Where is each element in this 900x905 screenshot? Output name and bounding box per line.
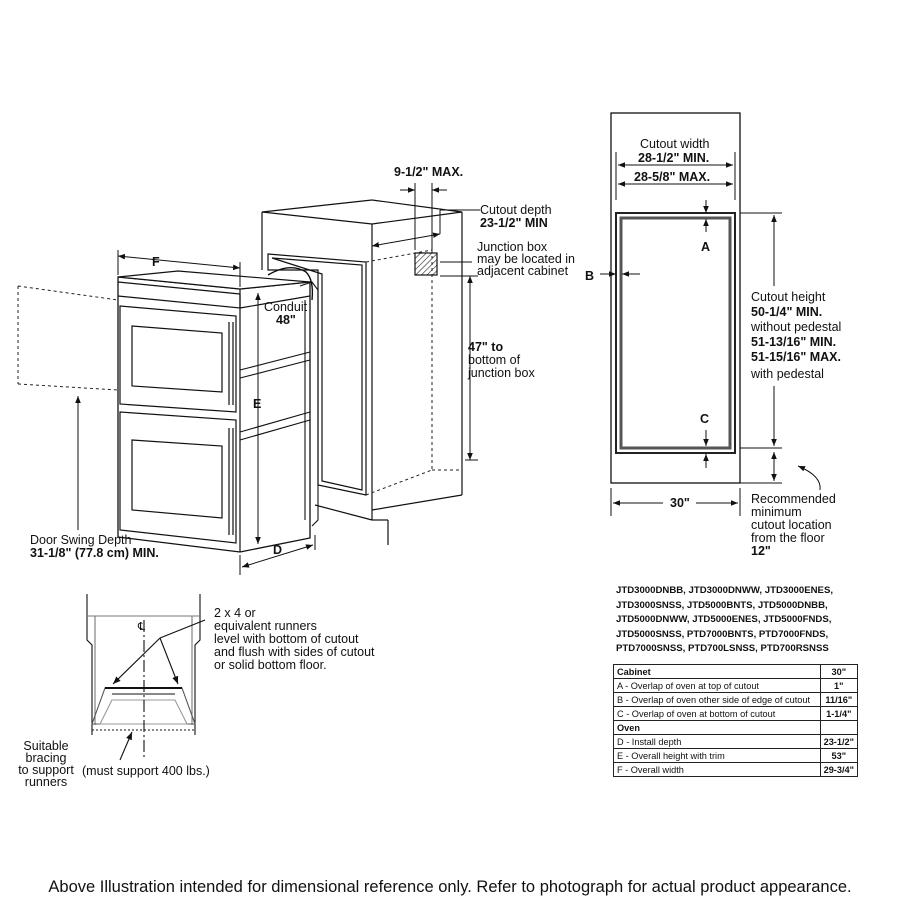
dim-cutout-width	[615, 152, 736, 200]
label-rec-3: cutout location	[751, 518, 832, 532]
footer-disclaimer: Above Illustration intended for dimensio…	[48, 878, 852, 896]
label-runners-1: 2 x 4 or	[214, 606, 256, 620]
label-ch-max2: 51-15/16" MAX.	[751, 350, 841, 364]
label-ch-without: without pedestal	[751, 320, 842, 334]
oven-side-detail	[239, 281, 319, 527]
centerline-symbol: ℄	[137, 621, 145, 633]
label-jbox-1: Junction box	[477, 240, 548, 254]
label-door-swing-value: 31-1/8" (77.8 cm) MIN.	[30, 546, 159, 560]
table-row: Oven	[613, 720, 859, 735]
cutout-opening	[615, 212, 736, 454]
dim-cutout-height	[740, 212, 782, 449]
label-runners-4: and flush with sides of cutout	[214, 645, 375, 659]
label-jbox-3: adjacent cabinet	[477, 264, 569, 278]
table-cell-value: 1-1/4"	[819, 706, 859, 721]
table-cell-label: Oven	[613, 720, 821, 735]
door-swing-outline	[17, 285, 119, 391]
table-cell-value	[819, 720, 859, 735]
dim-thirty	[610, 488, 741, 516]
label-cutout-width-max: 28-5/8" MAX.	[634, 170, 711, 184]
model-line: JTD5000SNSS, PTD7000BNTS, PTD7000FNDS,	[616, 628, 829, 640]
table-cell-label: F - Overall width	[613, 762, 821, 777]
table-cell-value: 30"	[819, 664, 859, 679]
label-door-swing: Door Swing Depth	[30, 533, 132, 547]
label-ch-min2: 51-13/16" MIN.	[751, 335, 837, 349]
label-runners-3: level with bottom of cutout	[214, 632, 359, 646]
conduit	[267, 267, 314, 301]
table-cell-value: 29-3/4"	[819, 762, 859, 777]
dim-cutout-depth	[371, 209, 480, 248]
label-rec-4: from the floor	[751, 531, 825, 545]
label-rec-1: Recommended	[751, 492, 836, 506]
dim-f	[117, 250, 241, 287]
oven-trim-outline	[619, 216, 732, 450]
cabinet-hidden-lines	[365, 249, 462, 496]
label-d: D	[273, 543, 283, 557]
label-b: B	[585, 269, 595, 283]
cabinet-front	[610, 112, 741, 484]
label-ch-min: 50-1/4" MIN.	[751, 305, 823, 319]
label-f: F	[152, 255, 160, 269]
table-cell-value: 23-1/2"	[819, 734, 859, 749]
label-bracing-4: runners	[24, 775, 68, 789]
label-rec-2: minimum	[751, 505, 802, 519]
table-cell-label: E - Overall height with trim	[613, 748, 821, 763]
label-conduit: Conduit	[264, 300, 308, 314]
label-9-half-max: 9-1/2" MAX.	[394, 165, 464, 179]
oven-control-panel	[117, 289, 311, 552]
dim-d	[239, 535, 316, 575]
table-row: B - Overlap of oven other side of edge o…	[613, 692, 859, 707]
table-cell-label: B - Overlap of oven other side of edge o…	[613, 692, 821, 707]
model-line: JTD3000SNSS, JTD5000BNTS, JTD5000DNBB,	[616, 599, 828, 611]
table-cell-label: C - Overlap of oven at bottom of cutout	[613, 706, 821, 721]
oven-top	[117, 270, 311, 295]
table-cell-label: D - Install depth	[613, 734, 821, 749]
label-47-3: junction box	[468, 366, 535, 380]
model-line: PTD7000SNSS, PTD700LSNSS, PTD700RSNSS	[616, 643, 829, 655]
model-line: JTD5000DNWW, JTD5000ENES, JTD5000FNDS,	[616, 614, 832, 626]
label-bracing-3: to support	[18, 763, 74, 777]
label-cutout-width-min: 28-1/2" MIN.	[638, 151, 710, 165]
label-jbox-2: may be located in	[477, 252, 575, 266]
table-cell-label: Cabinet	[613, 664, 821, 679]
table-cell-value: 1"	[819, 678, 859, 693]
label-runners-5: or solid bottom floor.	[214, 658, 327, 672]
runners-detail	[86, 594, 206, 761]
label-ch-with: with pedestal	[751, 367, 824, 381]
label-bracing-2: bracing	[25, 751, 67, 765]
dim-47	[440, 275, 478, 461]
label-47-value: 47" to	[468, 340, 504, 354]
label-cutout-depth: Cutout depth	[480, 203, 552, 217]
label-runners-2: equivalent runners	[214, 619, 317, 633]
label-a: A	[701, 240, 711, 254]
label-bracing-1: Suitable	[23, 739, 69, 753]
label-rec-value: 12"	[751, 544, 771, 558]
label-conduit-value: 48"	[276, 313, 296, 327]
dim-floor	[740, 452, 821, 491]
label-cutout-width: Cutout width	[640, 137, 710, 151]
junction-box	[414, 252, 438, 276]
label-cutout-depth-value: 23-1/2" MIN	[480, 216, 548, 230]
label-c: C	[700, 412, 710, 426]
table-cell-label: A - Overlap of oven at top of cutout	[613, 678, 821, 693]
label-cutout-height: Cutout height	[751, 290, 826, 304]
label-e: E	[253, 397, 262, 411]
model-list: JTD3000DNBB, JTD3000DNWW, JTD3000ENES, J…	[616, 584, 856, 657]
table-cell-value: 53"	[819, 748, 859, 763]
label-must-support: (must support 400 lbs.)	[82, 764, 210, 778]
table-cell-value: 11/16"	[819, 692, 859, 707]
label-thirty: 30"	[670, 496, 690, 510]
label-47-2: bottom of	[468, 353, 521, 367]
oven-doors	[119, 305, 237, 544]
model-line: JTD3000DNBB, JTD3000DNWW, JTD3000ENES,	[616, 585, 834, 596]
